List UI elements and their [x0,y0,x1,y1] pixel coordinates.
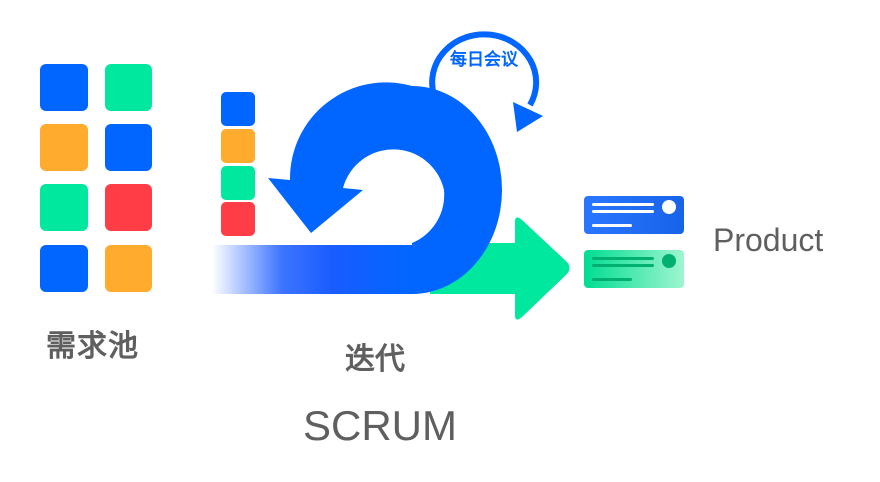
backlog-block [105,184,152,231]
sprint-block [221,129,255,163]
backlog-block [40,245,88,292]
sprint-block [221,202,255,236]
card-line [592,203,654,206]
product-card [584,196,684,234]
daily-meeting-arrowhead [513,102,543,132]
backlog-block [105,64,152,111]
sprint-block [221,92,255,126]
card-line [592,278,632,281]
daily-meeting-loop [429,31,540,107]
card-line [592,210,654,213]
scrum-label: SCRUM [303,402,457,449]
iteration-band [212,245,414,294]
card-line [592,257,654,260]
backlog-block [40,184,88,231]
card-dot [662,200,676,214]
backlog-block [40,64,88,111]
card-dot [662,254,676,268]
backlog-block [105,245,152,292]
iteration-label: 迭代 [345,342,405,377]
backlog-label: 需求池 [46,329,139,364]
backlog-block [40,124,88,171]
daily-meeting-label: 每日会议 [450,49,519,70]
output-arrow [430,217,570,320]
card-line [592,264,654,267]
iteration-loop [268,82,502,294]
product-label: Product [713,222,824,258]
backlog-block [105,124,152,171]
product-card [584,250,684,288]
sprint-block [221,166,255,200]
card-line [592,224,632,227]
